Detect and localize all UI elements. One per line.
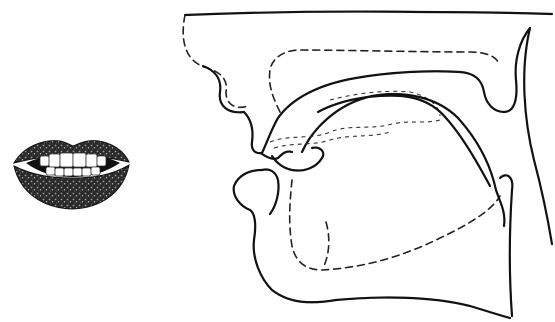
tongue xyxy=(302,94,496,190)
pharynx-wall xyxy=(500,175,512,316)
tongue-underside xyxy=(318,96,490,186)
tongue-root-outline xyxy=(324,222,329,266)
lower-incisor xyxy=(262,169,279,214)
lower-lip-profile xyxy=(234,170,336,302)
pharynx-rear xyxy=(524,28,552,244)
mandible-outline xyxy=(290,180,500,270)
hard-palate xyxy=(262,28,530,153)
upper-lip-profile xyxy=(203,66,262,153)
tongue-contact-line-lower xyxy=(274,132,390,148)
front-mouth-view xyxy=(14,141,129,209)
upper-teeth xyxy=(40,153,106,167)
nasal-cavity-roof xyxy=(185,12,552,15)
nasal-passage-outline xyxy=(269,50,498,112)
sagittal-section xyxy=(183,12,552,318)
nasal-floor-outline xyxy=(183,15,248,107)
neck-outline xyxy=(336,298,510,318)
tongue-tip xyxy=(272,148,323,171)
tongue-contact-line xyxy=(270,120,440,142)
upper-incisor xyxy=(262,151,292,158)
